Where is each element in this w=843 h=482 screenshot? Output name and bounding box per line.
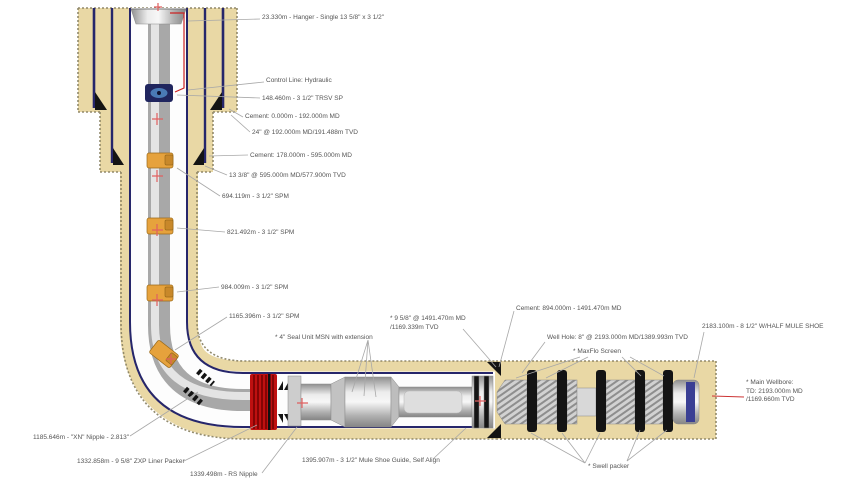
label-casing-13-3-8: 13 3/8" @ 595.000m MD/577.900m TVD <box>229 172 346 179</box>
label-spm-1: 694.119m - 3 1/2" SPM <box>222 193 289 200</box>
spm-mandrel-1 <box>146 152 174 169</box>
maxflo-screens <box>496 379 664 425</box>
label-hanger: 23.330m - Hanger - Single 13 5/8" x 3 1/… <box>262 14 385 21</box>
hydraulic-control-line <box>170 12 185 93</box>
label-trsv: 148.460m - 3 1/2" TRSV SP <box>262 95 343 102</box>
label-seal-unit: * 4" Seal Unit MSN with extension <box>275 334 373 341</box>
surface-casing-13-3-8 <box>110 8 207 163</box>
label-mule-shoe-guide: 1395.907m - 3 1/2" Mule Shoe Guide, Self… <box>302 457 440 464</box>
label-spm-3: 984.009m - 3 1/2" SPM <box>221 284 289 291</box>
label-well-hole: Well Hole: 8" @ 2193.000m MD/1389.993m T… <box>547 334 688 341</box>
rs-nipple-collar <box>287 375 302 427</box>
spm-mandrel-2 <box>146 217 174 235</box>
seal-unit-assembly <box>287 375 494 429</box>
xn-nipple-serrations <box>183 368 215 406</box>
casing-strings <box>92 8 493 428</box>
label-cement-production: Cement: 894.000m - 1491.470m MD <box>516 305 622 312</box>
rough-edges <box>77 7 717 440</box>
label-mule-shoe-8-5: 2183.100m - 8 1/2" W/HALF MULE SHOE <box>702 323 824 330</box>
tubing-hanger <box>130 8 187 25</box>
conductor-casing-24 <box>92 8 225 108</box>
leader-lines <box>129 18 705 474</box>
label-main-wellbore: * Main Wellbore: TD: 2193.000m MD /1169.… <box>746 379 803 403</box>
trsv-valve <box>145 84 173 102</box>
label-rs-nipple: 1339.498m - RS Nipple <box>190 471 258 478</box>
label-xn-nipple: 1185.646m - "XN" Nipple - 2.813" <box>33 434 130 441</box>
spm-mandrel-3 <box>146 284 174 302</box>
label-spm-4: 1165.396m - 3 1/2" SPM <box>229 313 300 320</box>
production-casing-9-5-8 <box>129 8 493 428</box>
tubing-string <box>148 20 256 411</box>
label-control-line: Control Line: Hydraulic <box>266 77 332 84</box>
label-spm-2: 821.492m - 3 1/2" SPM <box>227 229 295 236</box>
label-casing-24: 24" @ 192.000m MD/191.488m TVD <box>252 129 358 136</box>
swell-packer-rings <box>527 370 673 432</box>
zxp-liner-packer-element <box>250 374 295 430</box>
label-swell-packer: * Swell packer <box>588 463 630 470</box>
sand-screen-assembly <box>496 370 700 432</box>
label-maxflo-screen: * MaxFlo Screen <box>573 348 622 355</box>
label-casing-9-5-8: * 9 5/8" @ 1491.470m MD /1169.339m TVD <box>390 315 466 331</box>
crosshair-markers <box>152 3 486 408</box>
main-wellbore-leader-line <box>711 395 745 398</box>
mule-shoe <box>672 379 700 425</box>
label-zxp-liner-packer: 1332.858m - 9 5/8" ZXP Liner Packer <box>77 458 185 465</box>
label-cement-surface: Cement: 0.000m - 192.000m MD <box>245 113 340 120</box>
casing-shoes <box>95 92 501 438</box>
label-cement-intermediate: Cement: 178.000m - 595.000m MD <box>250 152 352 159</box>
